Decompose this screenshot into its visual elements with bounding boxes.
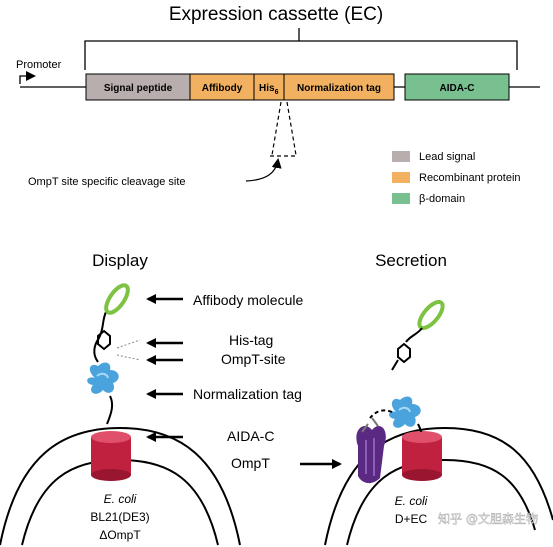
segment-affibody-label: Affibody: [202, 83, 243, 94]
display-ompt-site-dots-top: [116, 339, 141, 349]
segment-signal-peptide-label: Signal peptide: [104, 83, 173, 94]
secretion-his-tag-hexagon: [397, 342, 411, 364]
secretion-tag-linker: [417, 423, 422, 433]
secretion-his-tail: [391, 359, 399, 371]
watermark: 知乎 @文胆森生物: [438, 511, 538, 526]
display-cell-genotype: ΔOmpT: [99, 528, 141, 542]
secretion-title: Secretion: [375, 251, 447, 270]
display-cell-outer-membrane: [0, 426, 241, 546]
display-linker-lower: [106, 395, 114, 425]
cleavage-site-label: OmpT site specific cleavage site: [28, 176, 186, 188]
segment-affibody: [189, 73, 255, 101]
secretion-cell-outer-membrane: [324, 426, 553, 546]
cassette-title: Expression cassette (EC): [169, 4, 383, 25]
segment-aida-c-label: AIDA-C: [440, 83, 475, 94]
segment-his: [253, 73, 285, 101]
secretion-aida-barrel: [402, 431, 442, 481]
display-cell-strain: BL21(DE3): [90, 510, 149, 524]
legend-label-recombinant-protein: Recombinant protein: [419, 172, 521, 184]
display-cell-organism: E. coli: [104, 492, 137, 506]
display-aida-barrel: [91, 431, 131, 481]
secretion-cell-organism: E. coli: [395, 494, 428, 508]
cassette-bracket: [84, 40, 518, 70]
segment-normalization-tag-label: Normalization tag: [297, 83, 381, 94]
legend-swatch-recombinant-protein: [392, 172, 410, 183]
ompt-protease-icon: [356, 417, 386, 484]
label-aida-c: AIDA-C: [227, 428, 274, 444]
segment-normalization-tag: [283, 73, 395, 101]
segment-aida-c: [404, 73, 510, 101]
cleavage-site-marker: [270, 101, 298, 157]
secretion-cell-strain: D+EC: [395, 512, 428, 526]
cleavage-site-arrow-icon: [245, 158, 282, 182]
promoter-arrow-icon: [19, 71, 36, 84]
display-affibody-ellipse: [104, 283, 130, 315]
display-ompt-site-dots-bottom: [116, 354, 141, 361]
legend: Lead signal Recombinant protein β-domain: [392, 151, 521, 205]
legend-label-beta-domain: β-domain: [419, 193, 465, 205]
display-title: Display: [92, 251, 148, 270]
promoter-label: Promoter: [16, 59, 62, 71]
secretion-normalization-tag-shape: [389, 396, 421, 428]
label-normalization-tag: Normalization tag: [193, 386, 302, 402]
label-affibody-molecule: Affibody molecule: [193, 292, 303, 308]
label-his-tag: His-tag: [229, 332, 273, 348]
display-normalization-tag-shape: [87, 362, 119, 394]
display-his-tag-hexagon: [97, 329, 111, 351]
secretion-affibody-ellipse: [417, 299, 445, 331]
segment-his-label: His6: [259, 83, 279, 96]
secretion-cell-inner-membrane: [346, 458, 536, 546]
label-ompt-site: OmpT-site: [221, 351, 286, 367]
label-ompt: OmpT: [231, 455, 270, 471]
legend-label-lead-signal: Lead signal: [419, 151, 475, 163]
display-linker-upper: [93, 311, 107, 363]
legend-swatch-lead-signal: [392, 151, 410, 162]
segment-his-subscript: 6: [275, 89, 279, 96]
secretion-cleaved-linker: [369, 409, 393, 419]
secretion-linker: [405, 327, 423, 343]
segment-his-text: His: [259, 83, 275, 94]
legend-swatch-beta-domain: [392, 193, 410, 204]
